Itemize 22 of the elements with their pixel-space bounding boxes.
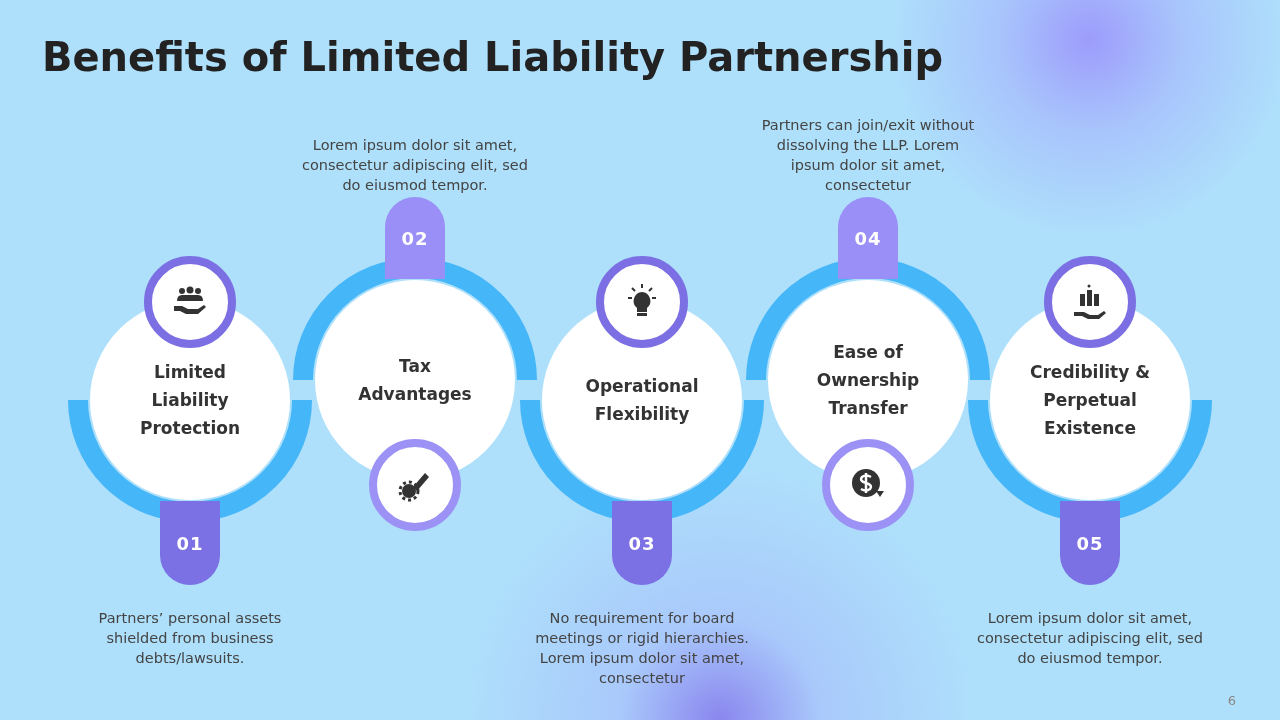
- benefit-title: Ease of Ownership Transfer: [815, 341, 921, 420]
- number-tab: [612, 501, 672, 585]
- description-text: Lorem ipsum dolor sit amet, consectetur adipiscing elit, sed do eiusmod tempor.: [301, 136, 529, 195]
- title: Benefits of Limited Liability Partnership: [42, 34, 944, 80]
- number-tab: [385, 197, 445, 279]
- step-number: 03: [628, 532, 656, 554]
- description-text: Lorem ipsum dolor sit amet, consectetur adipiscing elit, sed do eiusmod tempor.: [976, 609, 1204, 668]
- description-text: Partners can join/exit without dissolving the LLP. Lorem ipsum dolor sit amet, consectetur: [760, 116, 976, 195]
- description-text: Partners’ personal assets shielded from business debts/lawsuits.: [97, 609, 283, 668]
- benefit-title: Credibility & Perpetual Existence: [1029, 361, 1151, 440]
- number-tab: [160, 501, 220, 585]
- benefit-title: Tax Advantages: [357, 355, 473, 406]
- description-text: No requirement for board meetings or rigid hierarchies. Lorem ipsum dolor sit amet, consectetur: [534, 609, 750, 688]
- number-tab: [1060, 501, 1120, 585]
- step-number: 01: [176, 532, 204, 554]
- benefit-title: Operational Flexibility: [584, 375, 700, 426]
- benefit-title: Limited Liability Protection: [139, 361, 241, 440]
- step-number: 04: [854, 227, 882, 249]
- page-number: 6: [1227, 693, 1236, 708]
- step-number: 05: [1076, 532, 1104, 554]
- number-tab: [838, 197, 898, 279]
- step-number: 02: [401, 227, 429, 249]
